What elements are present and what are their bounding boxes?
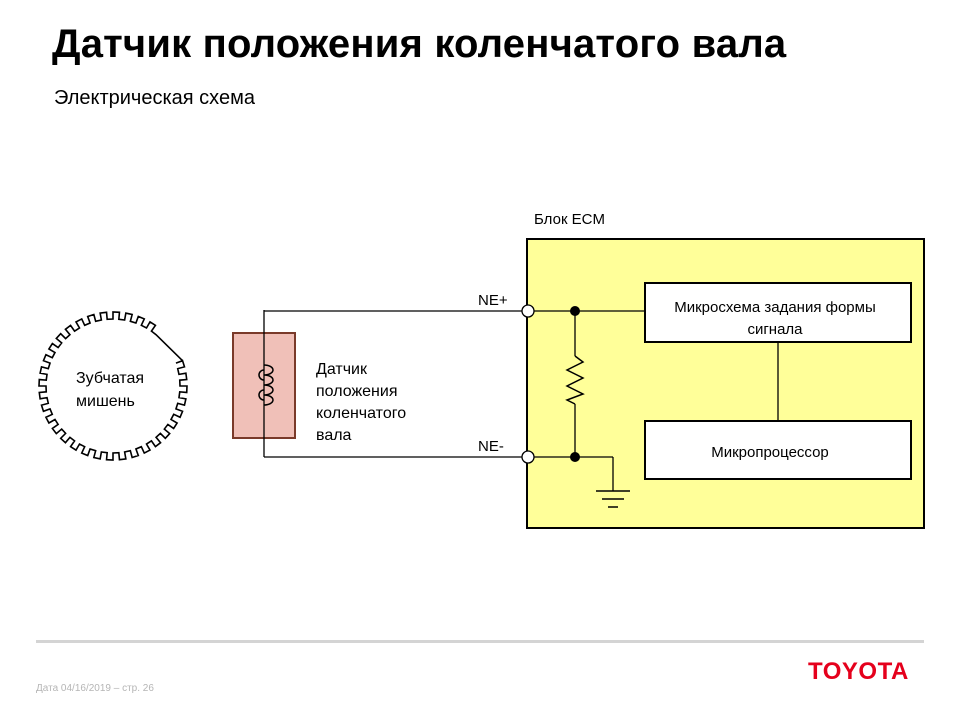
- footer-divider: [36, 640, 924, 643]
- terminal-ne-plus: [521, 304, 535, 318]
- waveform-block-line2: сигнала: [747, 321, 803, 338]
- pin-ne-minus-label: NE-: [478, 438, 504, 455]
- pin-ne-plus-label: NE+: [478, 292, 508, 309]
- microprocessor-label: Микропроцессор: [711, 444, 829, 461]
- microprocessor-block: [644, 420, 912, 480]
- sensor-label-line3: коленчатого: [316, 405, 406, 422]
- junction-dot-top: [570, 306, 580, 316]
- junction-dot-bottom: [570, 452, 580, 462]
- target-label-line1: Зубчатая: [76, 370, 144, 387]
- waveform-block-line1: Микросхема задания формы: [674, 299, 876, 316]
- ground-icon: [596, 490, 630, 508]
- target-label-line2: мишень: [76, 393, 135, 410]
- sensor-label-line2: положения: [316, 383, 397, 400]
- sensor-label-line4: вала: [316, 427, 352, 444]
- toyota-logo: TOYOTA: [808, 658, 909, 685]
- sensor-coil-inner: [258, 369, 265, 401]
- footer-text: Дата 04/16/2019 – стр. 26: [36, 683, 154, 694]
- sensor-coil-icon: [263, 364, 274, 406]
- sensor-label-line1: Датчик: [316, 361, 368, 378]
- page-title: Датчик положения коленчатого вала: [52, 22, 787, 66]
- terminal-ne-minus: [521, 450, 535, 464]
- resistor-icon: [565, 355, 585, 405]
- ecm-label: Блок ECM: [534, 211, 605, 228]
- page-subtitle: Электрическая схема: [54, 87, 255, 109]
- toothed-target-wheel: [38, 311, 188, 461]
